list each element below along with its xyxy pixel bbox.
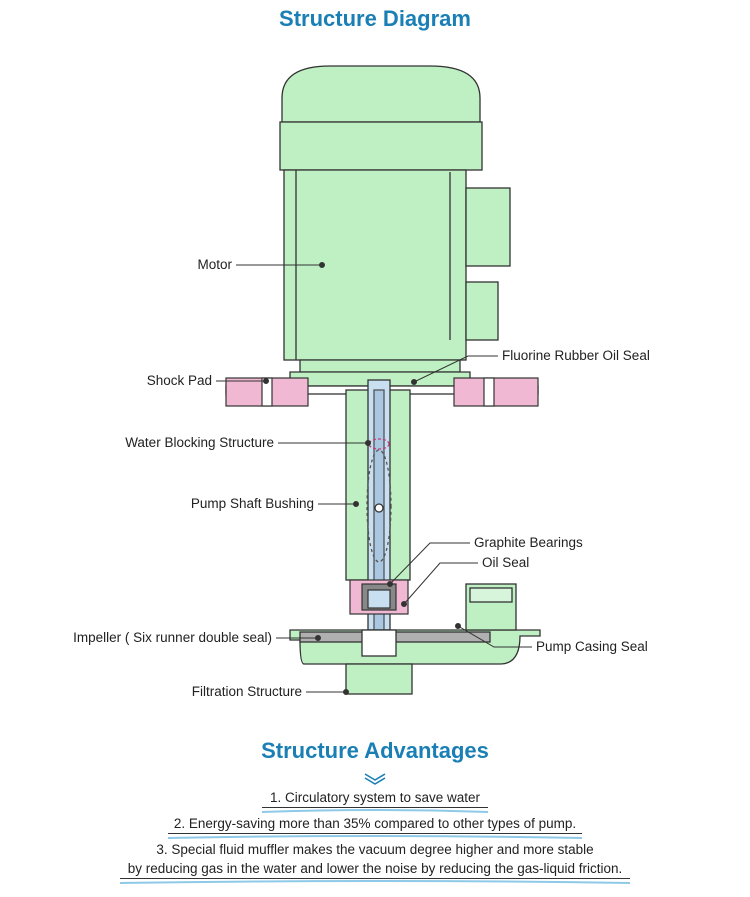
advantage-item-1: 1. Circulatory system to save water xyxy=(269,790,481,805)
advantages-title: Structure Advantages xyxy=(261,738,489,763)
wave-divider xyxy=(262,809,488,813)
advantage-item-3b: by reducing gas in the water and lower t… xyxy=(127,861,623,876)
pump-structure-diagram xyxy=(216,65,541,695)
motor-top-cap xyxy=(281,65,481,123)
filtration-cup xyxy=(345,663,413,695)
chevron-down-icon xyxy=(364,773,386,785)
advantage-underline-2 xyxy=(168,833,582,834)
label-impeller: Impeller ( Six runner double seal) xyxy=(73,630,272,645)
motor-flange xyxy=(299,359,461,373)
label-water-blocking-structure: Water Blocking Structure xyxy=(125,435,274,450)
label-filtration-structure: Filtration Structure xyxy=(191,684,302,699)
label-pump-casing-seal: Pump Casing Seal xyxy=(536,639,648,654)
shock-pad-right xyxy=(453,377,539,407)
motor-body xyxy=(283,169,467,361)
advantage-underline-1 xyxy=(262,807,488,808)
label-oil-seal: Oil Seal xyxy=(482,555,530,570)
motor-band xyxy=(279,121,483,171)
advantage-item-2: 2. Energy-saving more than 35% compared … xyxy=(173,816,577,831)
label-shock-pad: Shock Pad xyxy=(146,373,212,388)
motor-side-box xyxy=(465,187,511,267)
label-fluorine-rubber-oil-seal: Fluorine Rubber Oil Seal xyxy=(502,348,650,363)
advantage-underline-3 xyxy=(120,878,630,879)
label-pump-shaft-bushing: Pump Shaft Bushing xyxy=(190,496,314,511)
wave-divider xyxy=(168,835,582,839)
motor-side-box-small xyxy=(465,281,499,341)
label-graphite-bearings: Graphite Bearings xyxy=(474,535,583,550)
wave-divider xyxy=(120,880,630,884)
diagram-title: Structure Diagram xyxy=(279,6,471,31)
label-motor: Motor xyxy=(197,257,232,272)
advantage-item-3a: 3. Special fluid muffler makes the vacuu… xyxy=(156,842,594,857)
